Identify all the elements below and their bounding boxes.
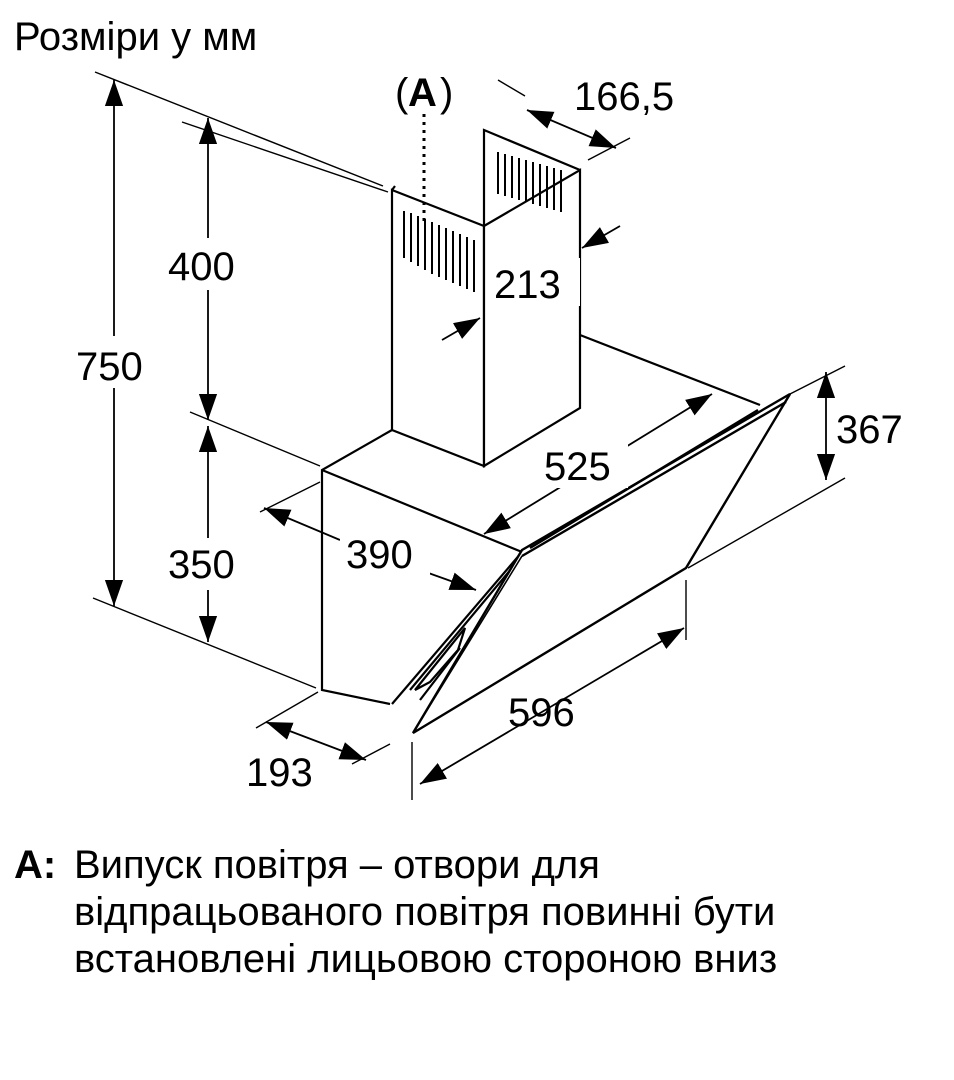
dim-750: 750 (76, 345, 143, 389)
legend-key: A: (14, 843, 57, 887)
dim-213: 213 (494, 263, 561, 307)
dim-525: 525 (544, 445, 611, 489)
dim-390: 390 (346, 533, 413, 577)
dim-193: 193 (246, 751, 313, 795)
dim-line-193 (265, 721, 367, 761)
dim-line-390-a (263, 507, 341, 541)
legend-line-1: Випуск повітря – отвори для (74, 843, 600, 887)
dim-line-596 (419, 627, 685, 785)
legend-text: Випуск повітря – отвори для відпрацьован… (74, 842, 944, 983)
dim-596: 596 (508, 691, 575, 735)
dimension-labels: 750 400 350 166,5 213 525 390 193 596 36… (70, 75, 903, 795)
dim-166-5: 166,5 (574, 75, 674, 119)
callout-open: ( (395, 71, 409, 115)
dim-350: 350 (168, 543, 235, 587)
dim-line-213-b (441, 317, 481, 341)
callout-letter: A (408, 71, 437, 115)
callout-a: ( A ) (395, 71, 453, 115)
dim-line-213-a (581, 225, 621, 249)
page-title: Розміри у мм (14, 15, 257, 59)
air-outlet-grille (403, 152, 562, 292)
dim-367: 367 (836, 408, 903, 452)
dim-line-166-5 (526, 109, 617, 149)
legend-line-3: встановлені лицьовою стороною вниз (74, 937, 778, 981)
dim-400: 400 (168, 245, 235, 289)
legend-line-2: відпрацьованого повітря повинні бути (74, 890, 776, 934)
callout-close: ) (440, 71, 453, 115)
